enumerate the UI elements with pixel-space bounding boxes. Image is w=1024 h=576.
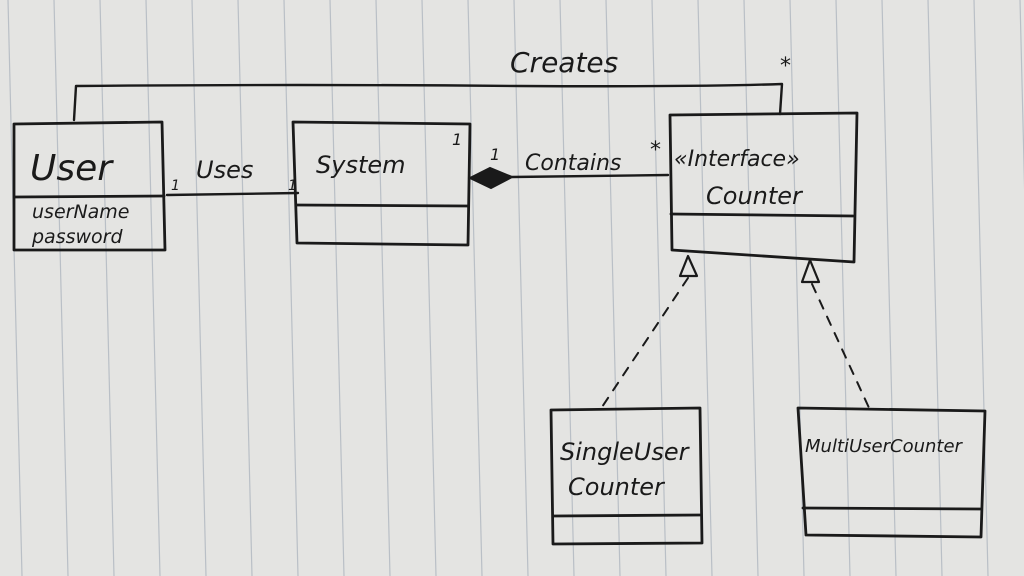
contains-label: Contains bbox=[525, 151, 621, 176]
multi-class-name: MultiUserCounter bbox=[805, 436, 964, 457]
composition-diamond-icon bbox=[467, 166, 515, 190]
user-attribute: password bbox=[31, 226, 123, 248]
ruling-line bbox=[99, 0, 115, 576]
class-multi-user-counter: MultiUserCounter bbox=[796, 406, 987, 539]
realization-dashed-line bbox=[811, 283, 871, 411]
notebook-ruling bbox=[7, 0, 1024, 576]
single-class-name-line1: SingleUser bbox=[560, 438, 691, 466]
ruling-line bbox=[927, 0, 943, 576]
ruling-line bbox=[375, 0, 391, 576]
user-class-name: User bbox=[30, 148, 114, 189]
ruling-line bbox=[237, 0, 253, 576]
counter-box bbox=[668, 111, 859, 264]
ruling-line bbox=[283, 0, 299, 576]
system-divider bbox=[294, 203, 470, 208]
uses-right-multiplicity: 1 bbox=[288, 178, 297, 194]
ruling-line bbox=[559, 0, 575, 576]
ruling-line bbox=[513, 0, 529, 576]
system-box bbox=[291, 120, 472, 247]
class-counter-interface: «Interface» Counter bbox=[668, 111, 859, 264]
uses-left-multiplicity: 1 bbox=[171, 178, 180, 194]
ruling-line bbox=[743, 0, 759, 576]
ruling-line bbox=[835, 0, 851, 576]
ruling-line bbox=[467, 0, 483, 576]
ruling-line bbox=[7, 0, 23, 576]
ruling-line bbox=[605, 0, 621, 576]
single-divider bbox=[552, 513, 702, 518]
creates-multiplicity: * bbox=[780, 54, 791, 79]
single-box bbox=[549, 406, 704, 546]
realization-dashed-line bbox=[599, 277, 689, 411]
ruling-line bbox=[651, 0, 667, 576]
ruling-line bbox=[421, 0, 437, 576]
realization-multi bbox=[800, 258, 871, 411]
ruling-line bbox=[191, 0, 207, 576]
realization-arrowhead-icon bbox=[678, 254, 699, 278]
class-system: System 1 bbox=[291, 120, 472, 247]
contains-association: 1 Contains * bbox=[467, 138, 670, 190]
ruling-line bbox=[53, 0, 69, 576]
uses-label: Uses bbox=[196, 156, 253, 184]
counter-stereotype: «Interface» bbox=[674, 147, 800, 172]
user-attribute: userName bbox=[32, 201, 130, 223]
creates-association: Creates * bbox=[72, 46, 791, 122]
ruling-line bbox=[697, 0, 713, 576]
single-class-name-line2: Counter bbox=[568, 473, 666, 501]
uses-line bbox=[165, 191, 300, 197]
class-single-user-counter: SingleUser Counter bbox=[549, 406, 704, 546]
multi-divider bbox=[801, 506, 982, 511]
uses-association: Uses 1 1 bbox=[165, 156, 300, 197]
user-box bbox=[12, 120, 167, 252]
user-divider bbox=[13, 194, 166, 199]
system-class-name: System bbox=[316, 151, 406, 179]
diamond-multiplicity: 1 bbox=[490, 145, 500, 164]
creates-label: Creates bbox=[510, 46, 618, 79]
creates-line bbox=[72, 82, 784, 122]
ruling-line bbox=[881, 0, 897, 576]
realization-arrowhead-icon bbox=[800, 258, 821, 284]
realization-single bbox=[599, 254, 699, 411]
counter-multiplicity: * bbox=[650, 138, 661, 163]
system-multiplicity: 1 bbox=[452, 130, 462, 149]
contains-line bbox=[510, 173, 670, 179]
ruling-line bbox=[329, 0, 345, 576]
counter-class-name: Counter bbox=[706, 182, 804, 210]
ruling-line bbox=[145, 0, 161, 576]
multi-box bbox=[796, 406, 987, 539]
class-user: User userName password bbox=[12, 120, 167, 252]
ruling-line bbox=[973, 0, 989, 576]
ruling-line bbox=[1019, 0, 1024, 190]
counter-divider bbox=[669, 212, 855, 218]
